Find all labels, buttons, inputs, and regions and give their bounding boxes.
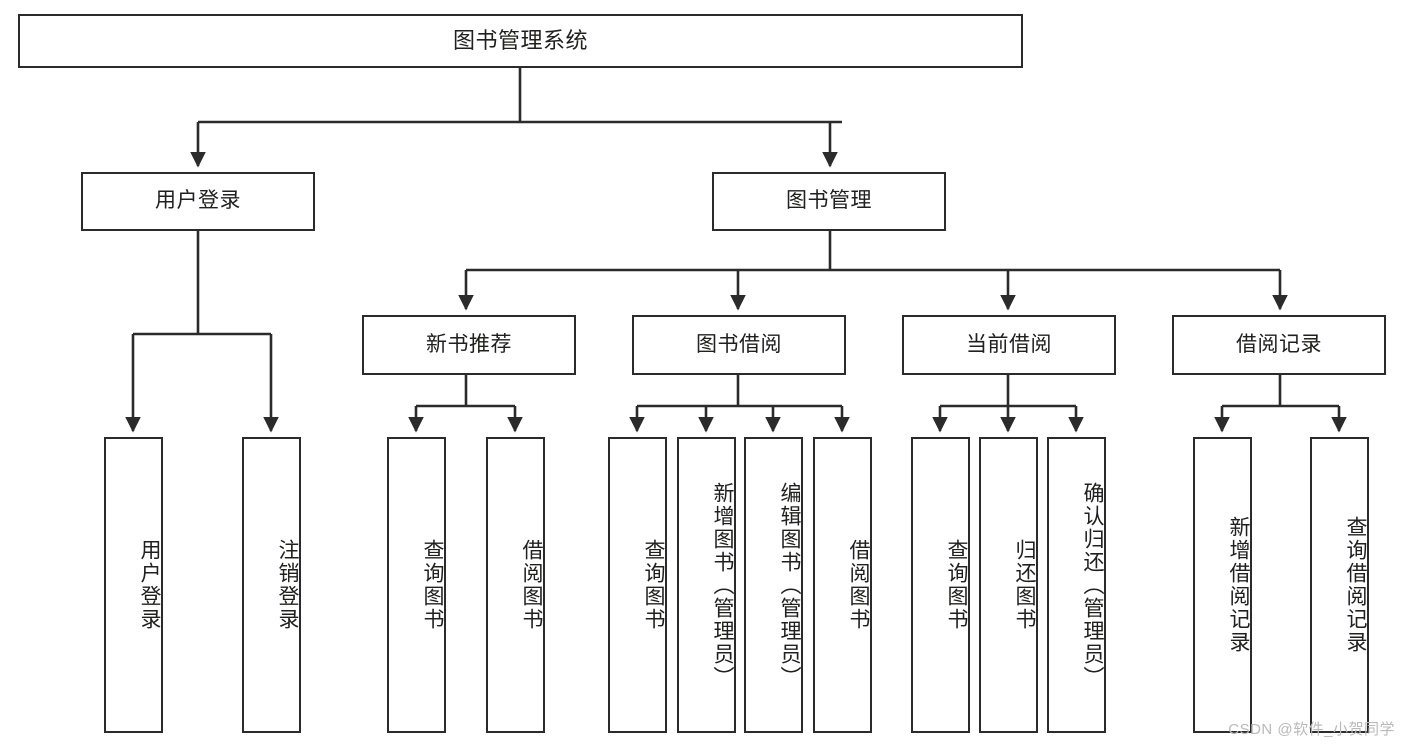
node-label: 当前借阅 <box>966 332 1052 356</box>
leaf-return-book[interactable]: 归还图书 <box>979 437 1038 733</box>
node-label: 新书推荐 <box>426 332 512 356</box>
node-label: 借阅图书 <box>520 539 543 631</box>
leaf-edit-book-admin[interactable]: 编辑图书（管理员） <box>744 437 803 733</box>
node-label: 查询图书 <box>642 539 665 631</box>
leaf-query-book-current[interactable]: 查询图书 <box>911 437 970 733</box>
node-label: 借阅记录 <box>1236 332 1322 356</box>
leaf-borrow-book[interactable]: 借阅图书 <box>813 437 872 733</box>
leaf-user-logout[interactable]: 注销登录 <box>242 437 301 733</box>
node-label: 查询图书 <box>945 539 968 631</box>
node-label: 新增借阅记录 <box>1227 516 1250 654</box>
node-label: 用户登录 <box>138 539 161 631</box>
node-label: 借阅图书 <box>847 539 870 631</box>
node-label: 确认归还（管理员） <box>1081 481 1104 689</box>
node-label: 查询借阅记录 <box>1344 516 1367 654</box>
leaf-query-borrow-record[interactable]: 查询借阅记录 <box>1310 437 1369 733</box>
leaf-confirm-return-admin[interactable]: 确认归还（管理员） <box>1047 437 1106 733</box>
node-book-borrow[interactable]: 图书借阅 <box>632 315 846 375</box>
node-root-system[interactable]: 图书管理系统 <box>18 14 1023 68</box>
node-label: 图书管理 <box>786 189 872 213</box>
leaf-borrow-book-new[interactable]: 借阅图书 <box>486 437 545 733</box>
leaf-user-login[interactable]: 用户登录 <box>104 437 163 733</box>
node-user-login[interactable]: 用户登录 <box>81 172 315 231</box>
leaf-add-borrow-record[interactable]: 新增借阅记录 <box>1193 437 1252 733</box>
node-current-borrow[interactable]: 当前借阅 <box>902 315 1116 375</box>
node-label: 图书管理系统 <box>452 28 588 54</box>
leaf-add-book-admin[interactable]: 新增图书（管理员） <box>677 437 736 733</box>
node-label: 用户登录 <box>155 189 241 213</box>
node-borrow-record[interactable]: 借阅记录 <box>1172 315 1386 375</box>
node-label: 归还图书 <box>1013 539 1036 631</box>
leaf-query-book-new[interactable]: 查询图书 <box>387 437 446 733</box>
node-label: 新增图书（管理员） <box>711 481 734 689</box>
node-label: 查询图书 <box>421 539 444 631</box>
node-label: 注销登录 <box>276 539 299 631</box>
node-label: 图书借阅 <box>696 332 782 356</box>
node-new-book-recommend[interactable]: 新书推荐 <box>362 315 576 375</box>
csdn-watermark: CSDN @软件_小贺同学 <box>1228 721 1395 738</box>
leaf-query-book-borrow[interactable]: 查询图书 <box>608 437 667 733</box>
node-label: 编辑图书（管理员） <box>778 481 801 689</box>
node-book-management[interactable]: 图书管理 <box>712 172 946 231</box>
